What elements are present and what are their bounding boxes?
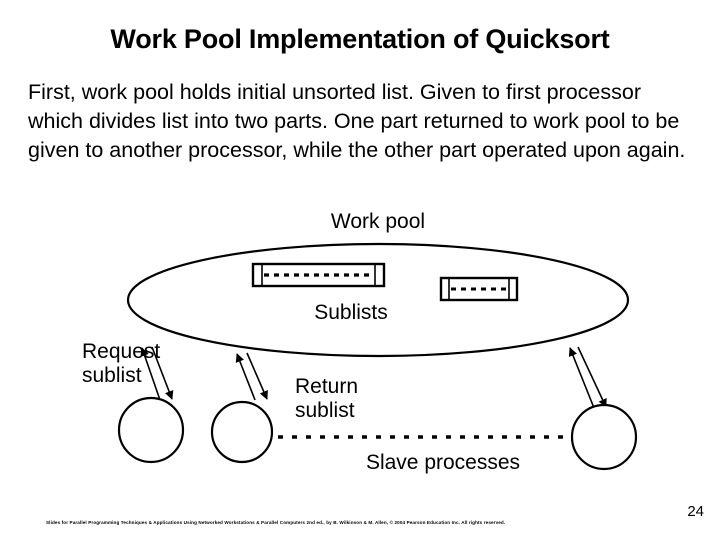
slave-process-circle-1 <box>117 396 185 464</box>
footer-credit: Slides for Parallel Programming Techniqu… <box>46 520 506 525</box>
page-title: Work Pool Implementation of Quicksort <box>110 24 610 54</box>
work-pool-label: Work pool <box>331 210 425 233</box>
page-number: 24 <box>687 503 704 520</box>
slave-process-circle-3 <box>570 403 638 471</box>
slave-processes-label: Slave processes <box>366 451 520 474</box>
connector-pool-to-slave-1 <box>140 346 174 401</box>
request-sublist-label-line-1: Request <box>82 340 160 363</box>
sublist-rectangle-short <box>439 276 519 302</box>
slide-body-text: First, work pool holds initial unsorted … <box>28 80 686 162</box>
work-pool-diagram: Work pool Sublists <box>0 192 720 492</box>
sublist-rectangle-long <box>251 262 386 288</box>
work-pool-ellipse <box>126 242 630 358</box>
sublists-label: Sublists <box>314 301 388 324</box>
return-sublist-label-line-1: Return <box>295 375 358 398</box>
slave-process-circle-2 <box>210 400 274 464</box>
request-sublist-label-line-2: sublist <box>82 364 142 387</box>
return-sublist-label-line-2: sublist <box>295 399 355 422</box>
connector-pool-to-slave-3 <box>568 346 607 409</box>
connector-pool-to-slave-2 <box>235 352 268 401</box>
